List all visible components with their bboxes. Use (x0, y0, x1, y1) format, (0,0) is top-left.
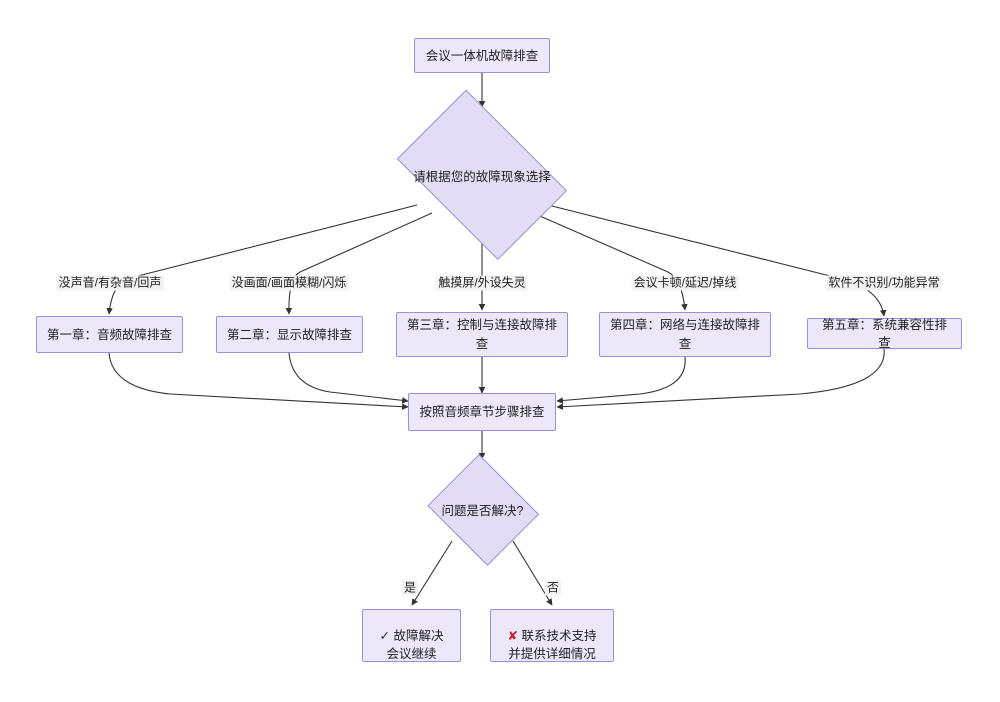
node-chapter5[interactable]: 第五章：系统兼容性排查 (807, 317, 962, 350)
node-outcome-fail[interactable]: ✘ 联系技术支持 并提供详细情况 (490, 609, 614, 662)
edge-chapter4-to-merge (556, 356, 686, 404)
edge-decision-to-chapter5 (547, 204, 887, 317)
edge-label-symptom-software: 软件不识别/功能异常 (826, 275, 942, 291)
edge-label-symptom-display: 没画面/画面模糊/闪烁 (229, 275, 349, 291)
node-start[interactable]: 会议一体机故障排查 (414, 38, 550, 73)
node-decision-resolved-label: 问题是否解决? (441, 504, 524, 518)
node-decision-symptom-label: 请根据您的故障现象选择 (413, 169, 551, 184)
node-outcome-success-text: 故障解决 会议继续 (386, 628, 444, 661)
node-chapter3-label: 第三章：控制与连接故障排 查 (406, 317, 557, 351)
node-chapter1[interactable]: 第一章：音频故障排查 (36, 316, 183, 353)
node-outcome-fail-label: ✘ 联系技术支持 并提供详细情况 (508, 609, 597, 663)
edge-chapter1-to-merge (108, 352, 409, 410)
node-chapter5-label: 第五章：系统兼容性排查 (821, 317, 947, 350)
node-chapter4[interactable]: 第四章：网络与连接故障排 查 (599, 312, 771, 357)
edge-label-symptom-network: 会议卡顿/延迟/掉线 (631, 275, 739, 291)
node-decision-symptom[interactable]: 请根据您的故障现象选择 (382, 89, 582, 261)
edge-chapter5-to-merge (556, 348, 885, 410)
edge-label-symptom-audio: 没声音/有杂音/回声 (56, 275, 164, 291)
check-icon: ✓ (379, 628, 394, 643)
node-outcome-success[interactable]: ✓ 故障解决 会议继续 (362, 609, 461, 662)
node-chapter1-label: 第一章：音频故障排查 (46, 327, 172, 342)
node-chapter2-label: 第二章：显示故障排查 (226, 327, 352, 342)
edge-label-symptom-control: 触摸屏/外设失灵 (436, 275, 528, 291)
node-outcome-success-label: ✓ 故障解决 会议继续 (380, 609, 444, 663)
node-chapter4-label: 第四章：网络与连接故障排 查 (609, 317, 760, 351)
edge-decision-to-chapter1 (106, 204, 418, 315)
edge-label-resolved-no: 否 (544, 580, 562, 596)
node-merge-label: 按照音频章节步骤排查 (419, 405, 545, 419)
edge-label-resolved-yes: 是 (401, 580, 419, 596)
node-start-label: 会议一体机故障排查 (425, 48, 539, 63)
node-merge[interactable]: 按照音频章节步骤排查 (408, 393, 556, 431)
node-chapter3[interactable]: 第三章：控制与连接故障排 查 (396, 312, 568, 357)
node-decision-resolved[interactable]: 问题是否解决? (424, 453, 541, 566)
node-chapter2[interactable]: 第二章：显示故障排查 (216, 316, 363, 353)
edge-chapter2-to-merge (288, 352, 409, 404)
node-outcome-fail-text: 联系技术支持 并提供详细情况 (508, 628, 597, 661)
cross-icon: ✘ (507, 628, 522, 643)
